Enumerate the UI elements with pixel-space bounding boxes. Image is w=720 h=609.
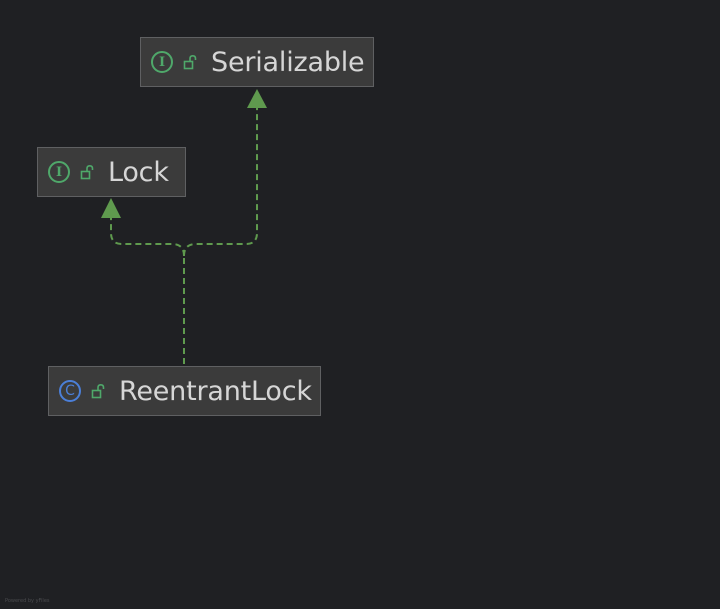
arrowhead-lock [101, 198, 121, 218]
interface-icon: I [151, 51, 173, 73]
node-label: Serializable [211, 46, 365, 78]
node-lock[interactable]: I Lock [37, 147, 186, 197]
unlocked-icon [91, 383, 105, 399]
interface-icon: I [48, 161, 70, 183]
edge-reentrantlock-to-serializable [183, 108, 258, 257]
node-serializable[interactable]: I Serializable [140, 37, 374, 87]
watermark: Powered by yFiles [5, 598, 50, 604]
edge-reentrantlock-to-lock [110, 218, 185, 257]
unlocked-icon [183, 54, 197, 70]
node-label: ReentrantLock [119, 375, 312, 407]
class-icon: C [59, 380, 81, 402]
node-reentrantlock[interactable]: C ReentrantLock [48, 366, 321, 416]
unlocked-icon [80, 164, 94, 180]
arrowhead-serializable [247, 89, 267, 108]
node-label: Lock [108, 156, 169, 188]
